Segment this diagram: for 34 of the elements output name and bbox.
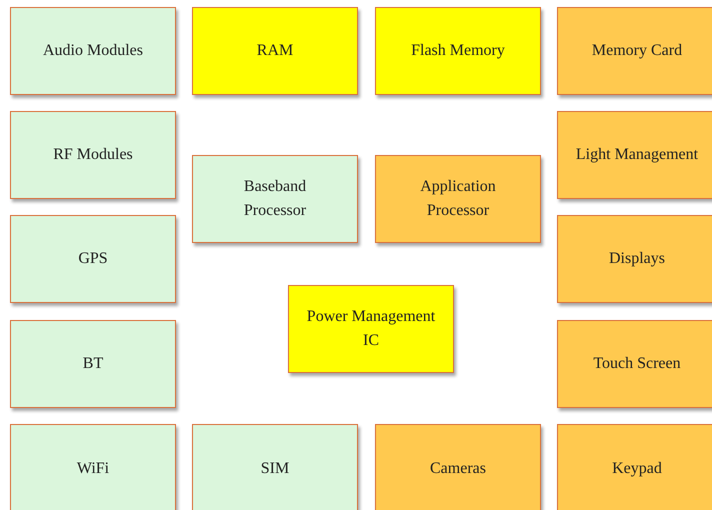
component-box bbox=[10, 215, 176, 303]
component-box bbox=[375, 155, 541, 243]
component-box bbox=[10, 111, 176, 199]
component-box bbox=[10, 424, 176, 510]
component-box bbox=[557, 320, 712, 408]
box-label: Keypad bbox=[612, 459, 662, 479]
box-label: Power Management IC bbox=[306, 307, 436, 351]
component-box bbox=[375, 424, 541, 510]
component-box bbox=[557, 215, 712, 303]
component-box bbox=[10, 320, 176, 408]
box-label: SIM bbox=[260, 459, 290, 479]
box-label: RF Modules bbox=[53, 145, 133, 165]
box-label: Memory Card bbox=[592, 41, 682, 61]
box-label: Cameras bbox=[430, 459, 486, 479]
box-label: RAM bbox=[256, 41, 294, 61]
box-label: Baseband Processor bbox=[242, 177, 308, 221]
box-label: Flash Memory bbox=[411, 41, 505, 61]
component-box bbox=[192, 424, 358, 510]
box-label: Application Processor bbox=[419, 177, 497, 221]
box-label: Touch Screen bbox=[593, 354, 681, 374]
box-label: WiFi bbox=[76, 459, 110, 479]
component-box bbox=[288, 285, 454, 373]
component-box bbox=[557, 7, 712, 95]
box-label: BT bbox=[82, 354, 104, 374]
component-box bbox=[557, 424, 712, 510]
box-label: GPS bbox=[78, 249, 108, 269]
component-box bbox=[557, 111, 712, 199]
component-box bbox=[192, 7, 358, 95]
component-box bbox=[192, 155, 358, 243]
component-box bbox=[375, 7, 541, 95]
box-label: Light Management bbox=[576, 145, 698, 165]
box-label: Audio Modules bbox=[43, 41, 143, 61]
box-label: Displays bbox=[609, 249, 665, 269]
component-box bbox=[10, 7, 176, 95]
